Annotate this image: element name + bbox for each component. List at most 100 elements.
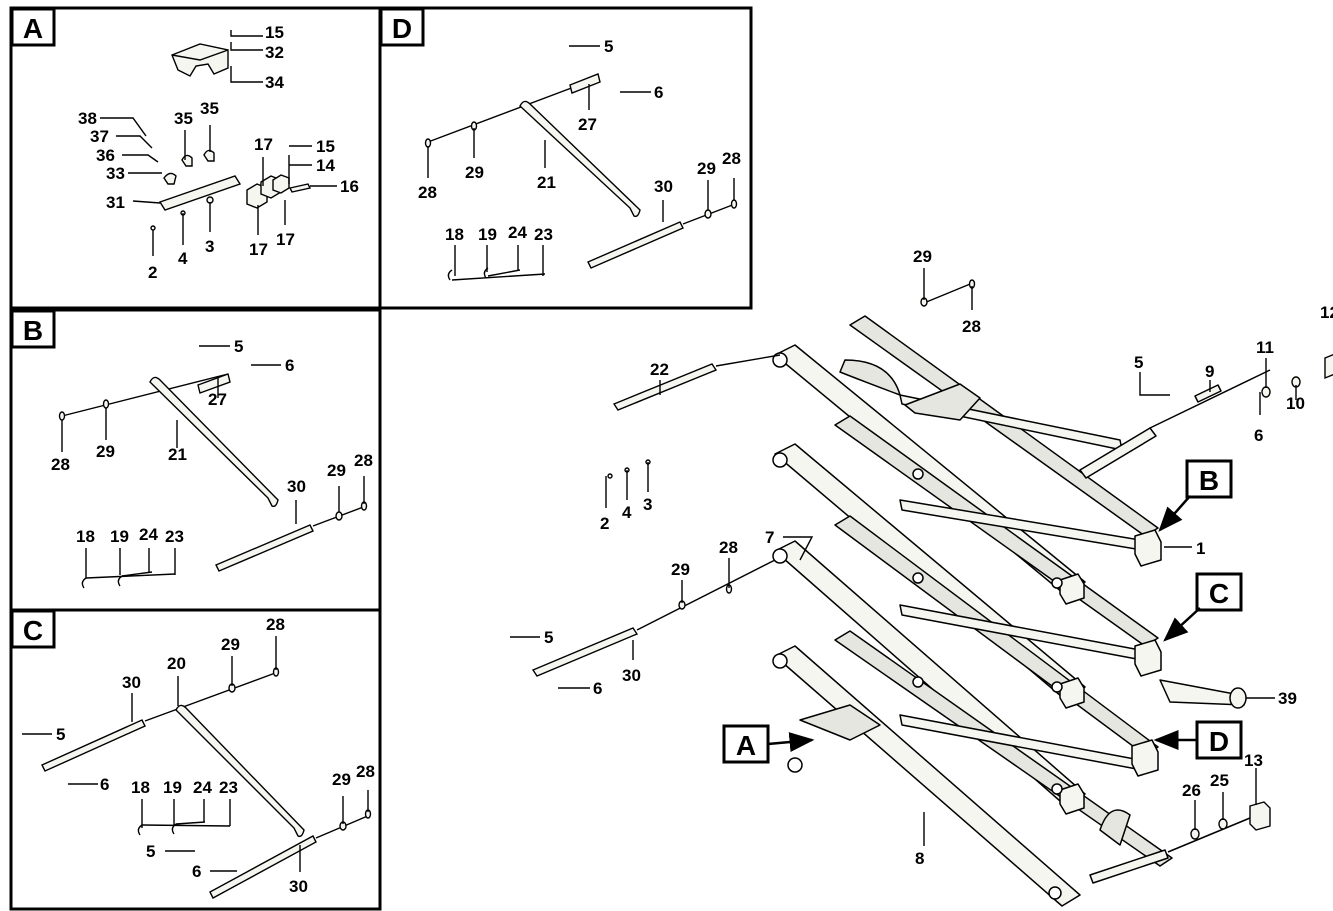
callout: 19 [163,778,182,797]
panel-d-frame [378,6,753,310]
svg-text:D: D [392,13,412,44]
pointer-tag-b: B [1158,459,1233,532]
callout: 6 [593,679,602,698]
callout: 19 [110,527,129,546]
callout: 29 [327,461,346,480]
callout: 22 [650,360,669,379]
callout: 16 [340,177,359,196]
panel-d-parts [424,73,738,281]
panel-c-parts [41,667,372,899]
callout: 5 [544,628,553,647]
callout: 13 [1244,751,1263,770]
svg-text:A: A [736,730,756,761]
callout: 29 [697,159,716,178]
callout: 36 [96,146,115,165]
callout: 32 [265,43,284,62]
svg-text:D: D [1209,726,1229,757]
callout: 23 [165,527,184,546]
main-callouts: 29 28 22 2 4 3 5 9 11 12 10 6 1 7 28 29 … [544,247,1333,868]
callout: 1 [1196,539,1205,558]
panel-d-tag: D [379,7,425,47]
callout: 30 [122,673,141,692]
svg-text:A: A [23,13,43,44]
callout: 6 [285,356,294,375]
callout: 18 [76,527,95,546]
callout: 7 [765,528,774,547]
callout: 29 [465,163,484,182]
panel-d-callouts: 5 6 27 21 28 29 30 29 28 18 19 24 23 [418,37,741,244]
callout: 17 [276,230,295,249]
callout: 29 [332,770,351,789]
panel-b-callouts: 5 6 27 21 28 29 30 29 28 18 19 24 23 [51,337,373,546]
callout: 27 [578,115,597,134]
callout: 6 [192,862,201,881]
callout: 27 [208,390,227,409]
panel-c-leaders [22,636,369,872]
callout: 25 [1210,771,1229,790]
callout: 5 [146,842,155,861]
panel-b-parts [58,373,368,589]
panel-c-tag: C [10,609,56,649]
callout: 5 [1134,353,1143,372]
callout: 17 [254,135,273,154]
callout: 24 [139,525,158,544]
callout: 23 [219,778,238,797]
callout: 33 [106,164,125,183]
callout: 3 [643,495,652,514]
panel-a-tag: A [10,7,56,47]
callout: 34 [265,73,284,92]
callout: 24 [193,778,212,797]
callout: 28 [266,615,285,634]
callout: 37 [90,127,109,146]
callout: 29 [671,560,690,579]
callout: 2 [148,263,157,282]
callout: 5 [234,337,243,356]
callout: 15 [265,23,284,42]
panel-b-leaders [61,345,365,578]
callout: 28 [722,149,741,168]
callout: 24 [508,223,527,242]
callout: 28 [51,455,70,474]
callout: 6 [100,775,109,794]
callout: 38 [78,109,97,128]
pointer-tag-a: A [722,724,815,764]
callout: 17 [249,240,268,259]
callout: 5 [56,725,65,744]
callout: 29 [221,635,240,654]
callout: 19 [478,225,497,244]
callout: 30 [289,877,308,896]
callout: 9 [1205,362,1214,381]
callout: 39 [1278,689,1297,708]
callout: 15 [316,137,335,156]
callout: 28 [354,451,373,470]
pointer-tag-c: C [1163,572,1243,642]
callout: 2 [600,514,609,533]
panel-d-leaders [427,45,735,276]
callout: 4 [178,249,188,268]
callout: 4 [622,503,632,522]
callout: 14 [316,156,335,175]
callout: 18 [445,225,464,244]
scissor-lift-assembly [772,315,1271,907]
callout: 30 [654,177,673,196]
svg-text:C: C [1209,578,1229,609]
callout: 21 [168,445,187,464]
callout: 31 [106,193,125,212]
callout: 26 [1182,781,1201,800]
callout: 11 [1256,338,1274,357]
panel-a-leaders [100,30,337,256]
callout: 5 [604,37,613,56]
panel-a-callouts: 15 32 34 38 37 36 33 31 35 35 17 15 14 1… [78,23,359,282]
svg-text:C: C [23,615,43,646]
callout: 35 [200,99,219,118]
callout: 28 [356,762,375,781]
main-leaders [510,268,1297,846]
panel-b-tag: B [10,309,56,349]
callout: 28 [418,183,437,202]
pointer-tag-d: D [1153,720,1243,760]
callout: 12 [1320,303,1333,322]
callout: 28 [962,317,981,336]
svg-text:B: B [1199,465,1219,496]
callout: 29 [96,442,115,461]
panel-a-parts [150,43,312,231]
